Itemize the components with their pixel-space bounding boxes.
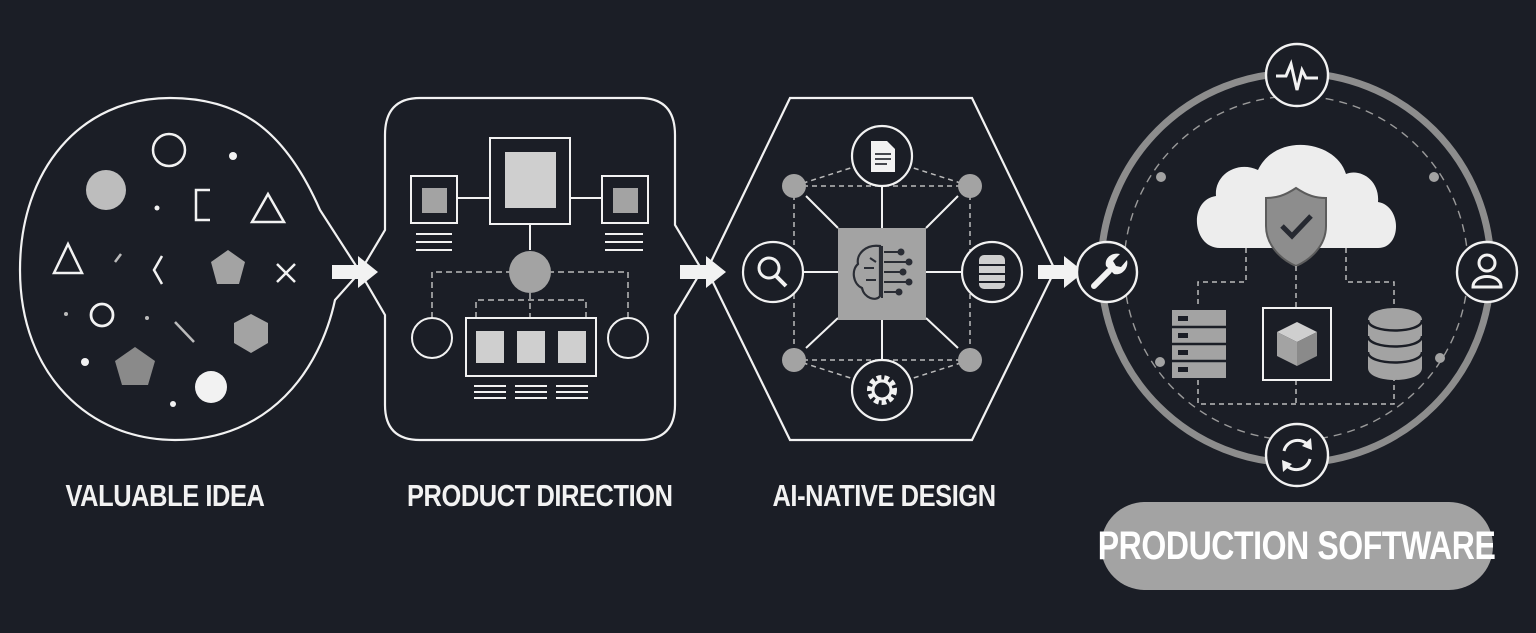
pulse-icon	[1264, 42, 1330, 108]
stage-valuable-idea	[18, 96, 362, 442]
label-valuable-idea: VALUABLE IDEA	[65, 478, 265, 513]
shield-check-icon	[1265, 186, 1327, 268]
search-icon	[741, 240, 805, 304]
arrow-1	[332, 256, 378, 288]
label-product-direction: PRODUCT DIRECTION	[407, 478, 673, 513]
sync-icon	[1264, 422, 1330, 488]
wrench-icon	[1075, 240, 1139, 304]
arrow-3	[1038, 256, 1084, 288]
label-production-software: PRODUCTION SOFTWARE	[1098, 523, 1496, 568]
idea-bubble-outline	[18, 96, 362, 442]
user-icon	[1455, 240, 1519, 304]
production-software-pill: PRODUCTION SOFTWARE	[1098, 502, 1496, 590]
database-icon	[960, 240, 1024, 304]
label-ai-native-design: AI-NATIVE DESIGN	[772, 478, 996, 513]
stage-ai-native-design	[705, 96, 1057, 442]
server-icon	[1172, 310, 1226, 378]
hexagon-outline	[705, 96, 1057, 442]
stage-production-software	[1075, 42, 1519, 488]
gear-icon	[850, 358, 914, 422]
document-icon	[850, 124, 914, 188]
stage-product-direction	[358, 96, 704, 442]
arrow-2	[680, 256, 726, 288]
brain-chip-icon	[838, 228, 926, 320]
database-icon	[1366, 308, 1424, 380]
idea-shapes	[52, 132, 296, 407]
cube-icon	[1262, 307, 1332, 381]
direction-frame-outline	[358, 96, 704, 442]
